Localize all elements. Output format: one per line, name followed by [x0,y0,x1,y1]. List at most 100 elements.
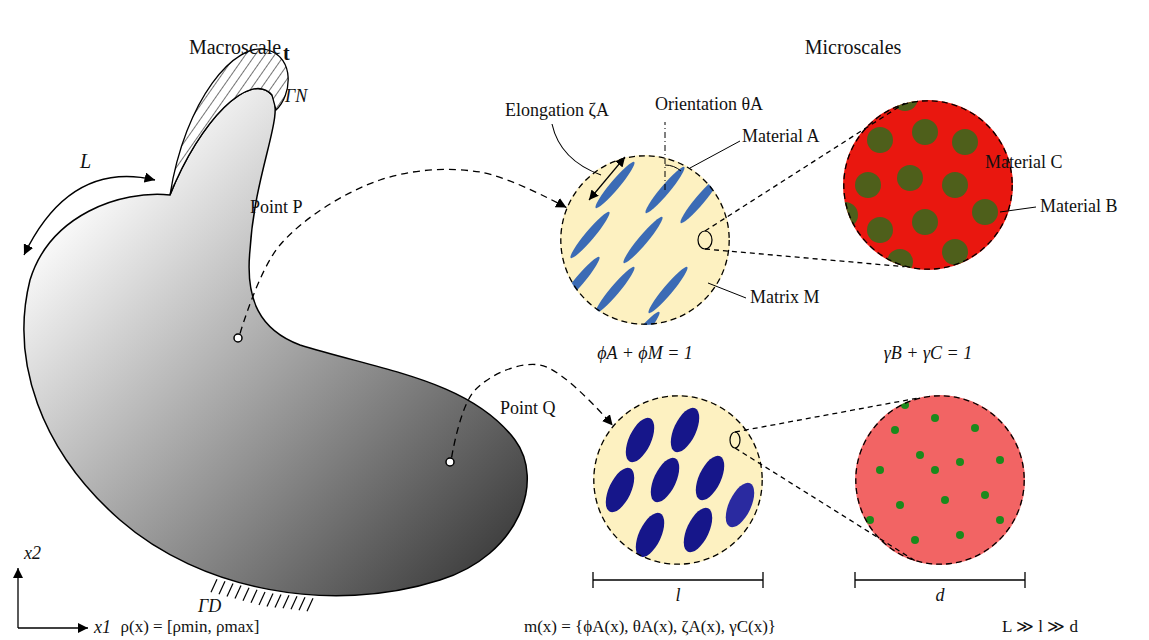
fibre [720,479,760,532]
support-stroke [251,590,257,603]
support-stroke [307,598,313,611]
label: ΓD [198,596,221,617]
leader-line [708,283,746,298]
point-label: Point P [250,197,303,218]
fibre [690,452,730,505]
label: m(x) = {ϕA(x), θA(x), ζA(x), γC(x)} [524,617,776,637]
particle [956,458,964,466]
particle [971,424,979,432]
support-stroke [299,597,305,610]
fibre [600,464,640,517]
fibre [677,174,722,226]
support-stroke [235,586,241,599]
microscale-circle: l [593,395,763,565]
particle [981,491,989,499]
dimension-line [593,579,763,580]
particle [996,516,1004,524]
fibre [567,209,612,261]
dashed-arrow [240,169,566,333]
dimension-tick [762,572,763,588]
particle [941,496,949,504]
label: x1 [94,617,111,638]
circle-outline [594,396,762,564]
fibre [645,264,690,316]
label: Elongation ζA [505,100,609,121]
dimension-tick [592,572,593,588]
support-hatch [211,579,313,611]
node-text: d [936,585,945,606]
point-marker: Point P [233,333,243,343]
axis-x1 [18,627,88,628]
fibre [592,264,637,316]
dimension-tick [1024,572,1025,588]
label: Matrix M [750,287,820,308]
zoom-line [705,103,905,266]
particle [891,426,899,434]
support-stroke [219,581,225,594]
label: Macroscale [189,36,281,59]
label: L [80,150,91,173]
leader-line [552,124,601,175]
fibre [620,414,660,467]
support-stroke [227,583,233,596]
particle [942,172,968,198]
point-label: Point Q [500,398,556,419]
fibre [678,504,718,557]
node-outline [855,395,1025,565]
support-stroke [275,594,281,607]
zoom-marker [730,432,740,448]
support-stroke [291,596,297,609]
leader-line [1000,207,1036,212]
particle [866,516,874,524]
point-dot [446,458,454,466]
label: Material B [1040,196,1117,217]
particle [931,466,939,474]
circle-outline [844,101,1012,269]
leader-line [690,141,740,168]
particle [912,119,938,145]
fibre [592,159,637,211]
label: Material A [742,126,819,147]
particle [897,165,923,191]
dashed-arrow [452,364,613,457]
particle-group [866,401,1004,544]
macro-body [24,88,527,595]
orientation-angle [665,165,681,171]
support-stroke [283,595,289,608]
orientation-axis [665,122,666,190]
traction-region [170,49,288,195]
fibre-group [600,404,760,562]
matrix-fill [593,395,763,565]
microscale-circle: ϕA + ϕM = 1 [560,155,730,325]
node-outline [445,457,455,467]
particle [855,172,881,198]
fibre-group [557,159,722,361]
support-stroke [267,593,273,606]
particle [896,501,904,509]
microscale-circle: Material CγB + γC = 1 [843,100,1013,270]
label: x2 [24,543,41,564]
elongation-arrow [589,157,625,200]
label: ρ(x) = [ρmin, ρmax] [121,617,260,637]
node-outline [593,395,763,565]
particle [876,466,884,474]
dimension-tick [854,572,855,588]
node-text: l [675,585,680,606]
fibre [665,404,705,457]
circle-outline [856,396,1024,564]
circle-outline [561,156,729,324]
particle [996,456,1004,464]
point-marker: Point Q [445,457,455,467]
fibre [620,214,665,266]
label: Microscales [805,36,902,59]
node-outline [560,155,730,325]
axis-x2 [17,568,18,628]
particle [916,451,924,459]
traction-hatch [170,49,288,195]
particle [912,209,938,235]
node-text: Material C [985,152,1062,173]
particle [911,536,919,544]
node-text: ϕA + ϕM = 1 [597,343,693,364]
